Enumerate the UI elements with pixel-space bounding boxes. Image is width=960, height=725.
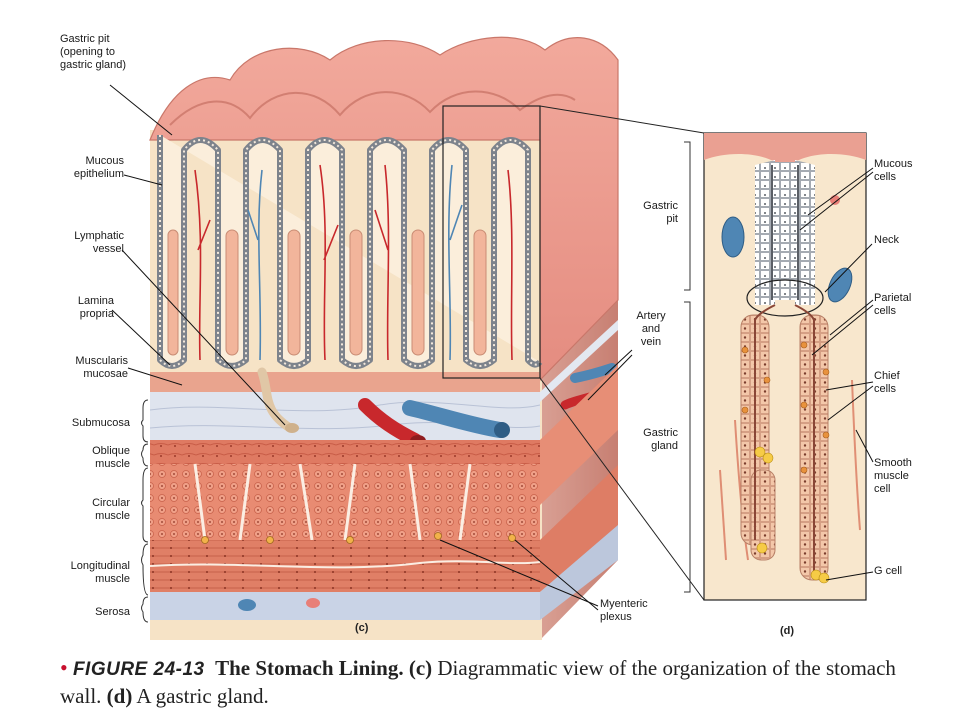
- label-lamina-propria: Lamina propria: [77, 295, 114, 320]
- figure-caption: • FIGURE 24-13 The Stomach Lining. (c) D…: [60, 655, 940, 709]
- label-smooth-muscle-cell: Smooth muscle cell: [874, 457, 912, 495]
- caption-bullet: •: [60, 655, 68, 680]
- gland-branches: [740, 304, 829, 581]
- oblique-muscle: [150, 440, 540, 464]
- caption-part-c-tag: (c): [408, 656, 433, 680]
- label-chief-cells: Chief cells: [874, 370, 900, 395]
- label-muscularis-mucosae: Muscularis mucosae: [75, 355, 128, 380]
- callout-region-box: [442, 105, 541, 379]
- serosa: [150, 592, 540, 620]
- caption-figure-number: FIGURE 24-13: [72, 659, 205, 680]
- label-lymphatic-vessel: Lymphatic vessel: [74, 230, 124, 255]
- caption-part-d-text: A gastric gland.: [136, 684, 269, 708]
- label-serosa: Serosa: [95, 606, 130, 618]
- caption-title: The Stomach Lining.: [215, 656, 404, 680]
- label-submucosa: Submucosa: [71, 417, 130, 429]
- label-circular-muscle: Circular muscle: [92, 497, 130, 522]
- label-myenteric-plexus: Myenteric plexus: [600, 598, 648, 623]
- label-gastric-gland: Gastric gland: [643, 427, 678, 452]
- gastric-pit-folds: [157, 135, 543, 369]
- mucosal-surface: [149, 36, 619, 382]
- muscularis-mucosae: [150, 372, 540, 392]
- layer-brackets: [141, 399, 149, 623]
- g-cells: [754, 446, 830, 584]
- label-mucous-epithelium: Mucous epithelium: [73, 155, 124, 180]
- label-artery-and-vein: Artery and vein: [636, 310, 666, 348]
- label-longitudinal-muscle: Longitudinal muscle: [70, 560, 130, 585]
- label-mucous-cells: Mucous cells: [874, 158, 913, 183]
- longitudinal-muscle: [150, 540, 540, 592]
- label-gastric-pit-opening: Gastric pit (opening to gastric gland): [60, 33, 127, 71]
- leader-lines: [109, 84, 874, 611]
- panel-tag-d: (d): [780, 625, 795, 637]
- label-neck: Neck: [874, 234, 900, 246]
- label-parietal-cells: Parietal cells: [874, 292, 912, 317]
- myenteric-plexus-nodes: [201, 532, 516, 544]
- caption-part-c-text: Diagrammatic view of the organization of…: [60, 656, 896, 708]
- label-g-cell: G cell: [874, 565, 903, 577]
- neck-region: [746, 279, 824, 317]
- label-gastric-pit: Gastric pit: [643, 200, 678, 225]
- panel-tag-c: (c): [355, 622, 369, 634]
- label-oblique-muscle: Oblique muscle: [92, 445, 130, 470]
- circular-muscle: [150, 464, 540, 540]
- stomach-wall-block: [141, 36, 619, 640]
- caption-part-d-tag: (d): [106, 684, 133, 708]
- gastric-gland-panel: [684, 132, 867, 601]
